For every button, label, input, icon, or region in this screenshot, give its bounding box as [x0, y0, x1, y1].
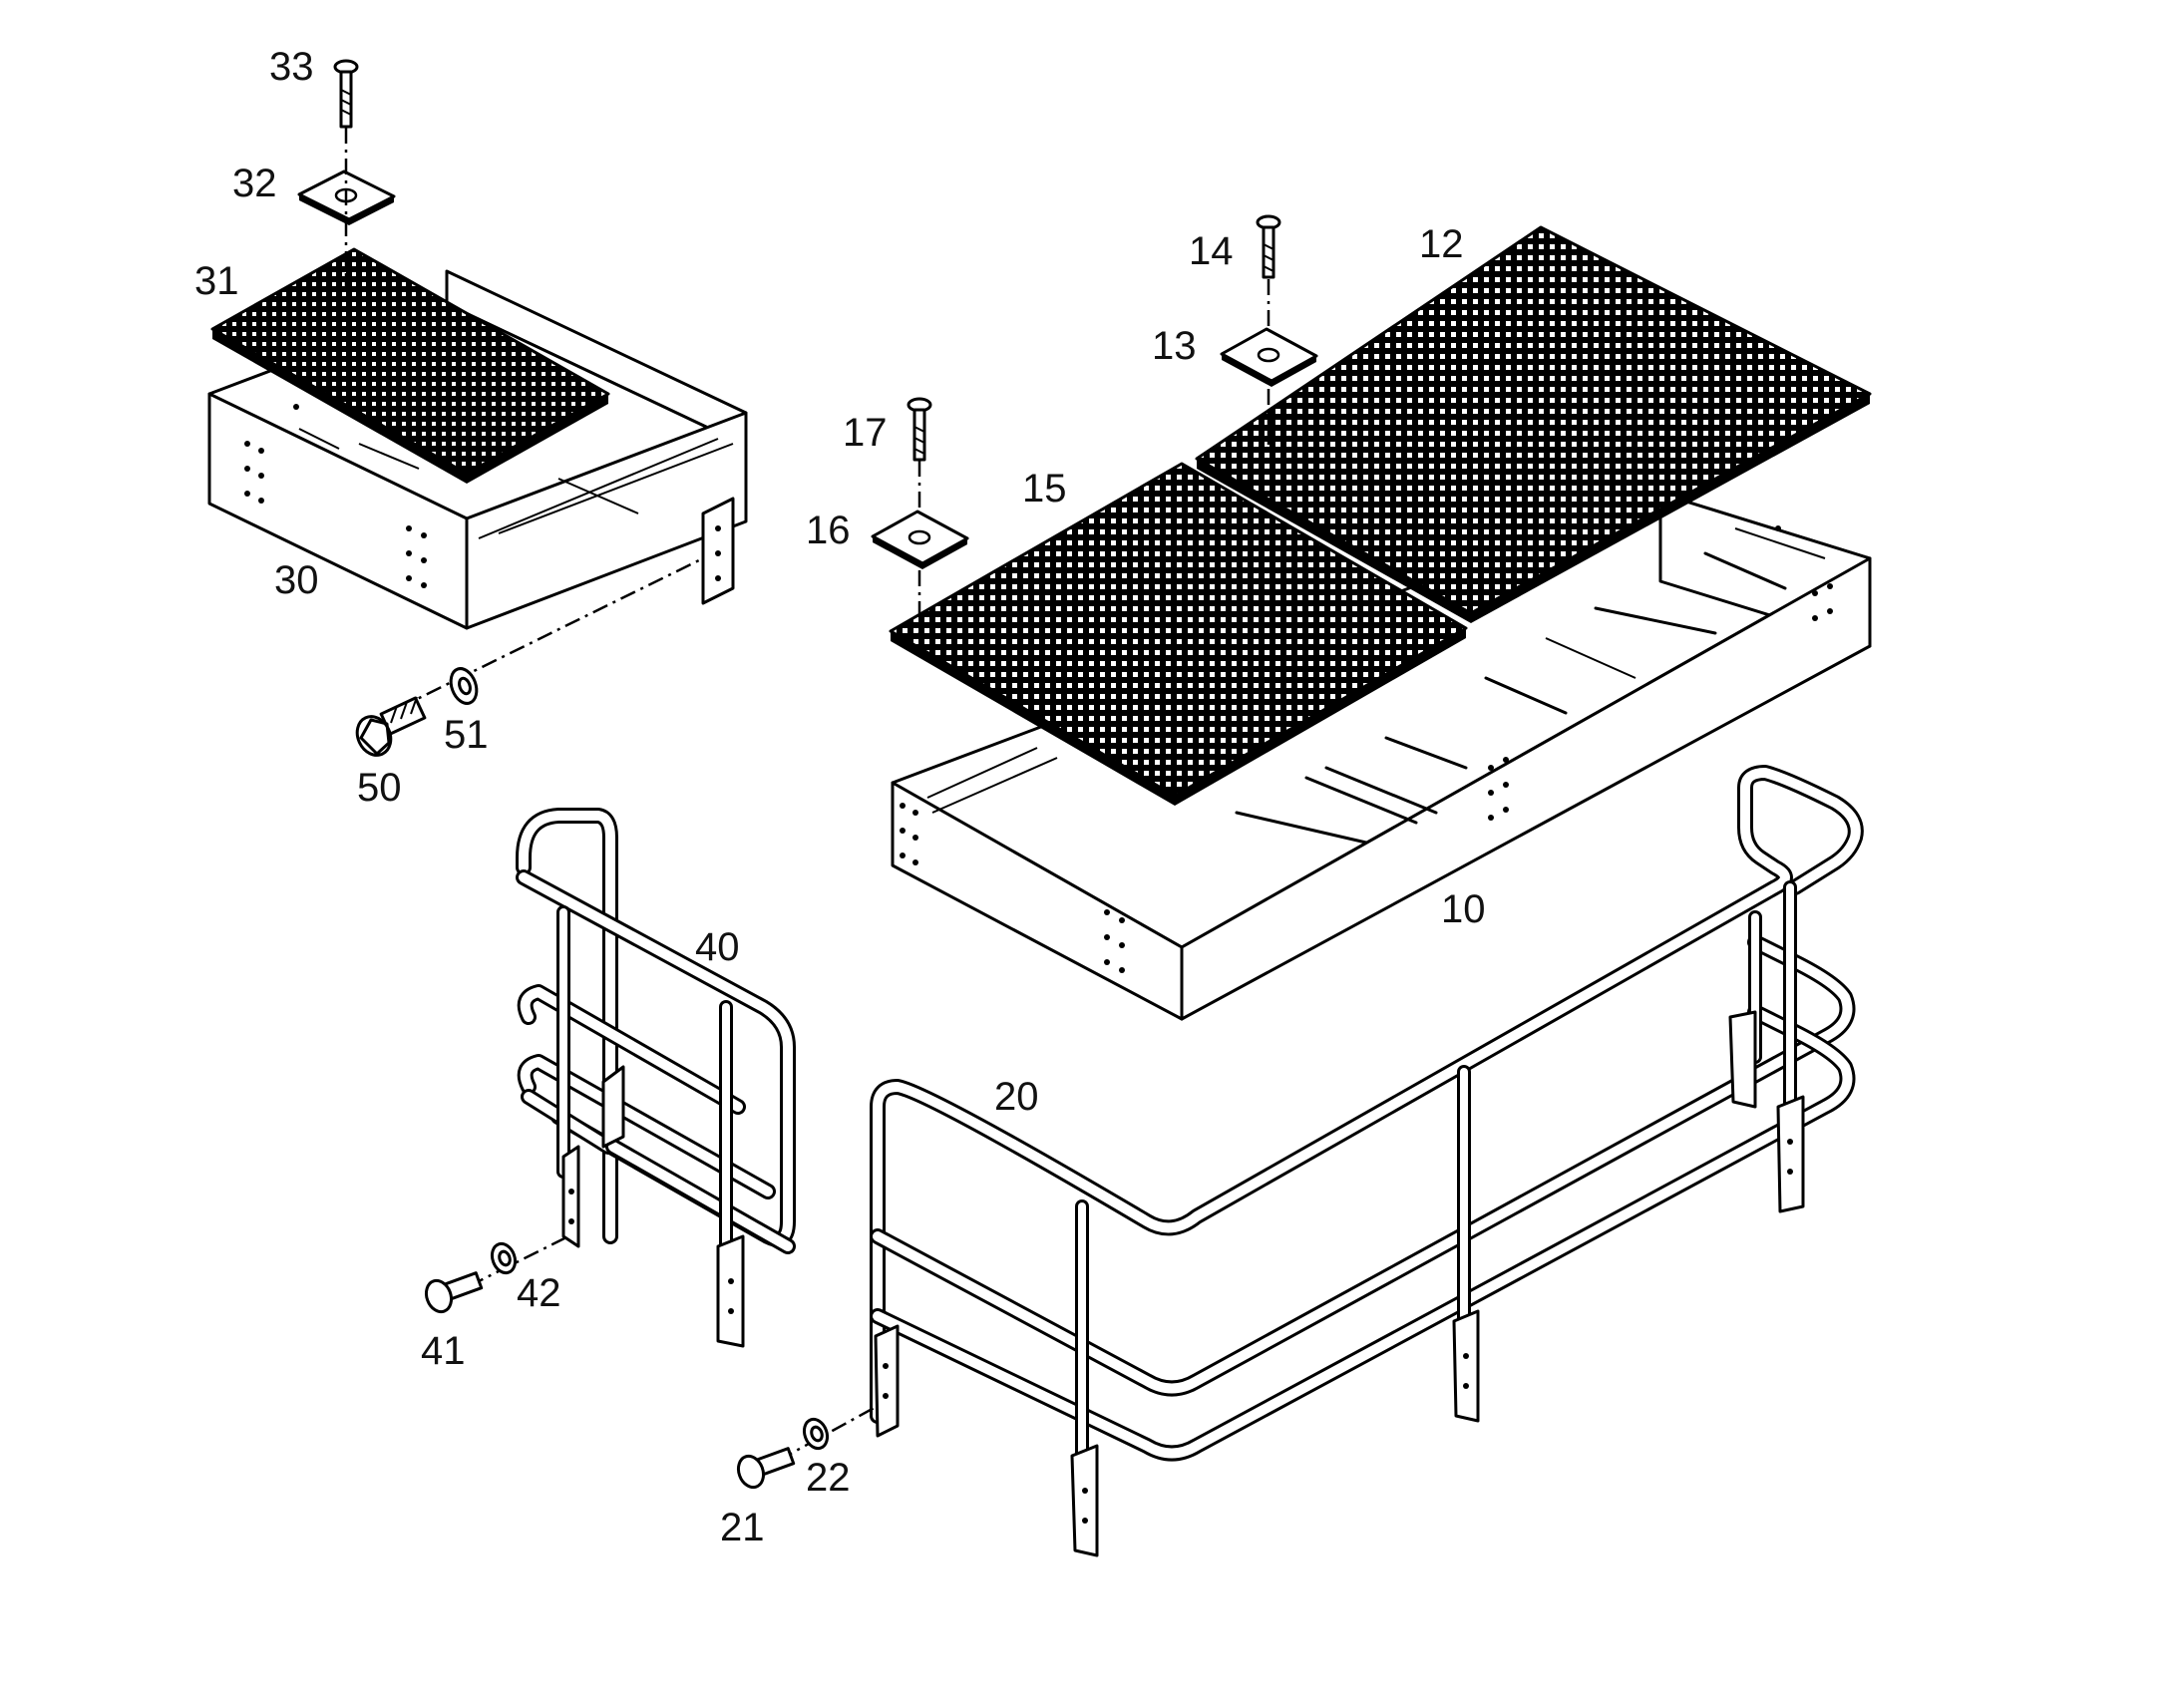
label-10: 10 [1441, 887, 1486, 931]
large-railing [870, 765, 1864, 1557]
bolt-50 [355, 696, 427, 757]
washer-51 [449, 667, 479, 705]
clamp-plate-16 [871, 510, 969, 569]
large-grating-15 [889, 462, 1468, 806]
label-41: 41 [421, 1329, 466, 1373]
small-grating [210, 247, 610, 484]
label-40: 40 [695, 925, 740, 969]
clamp-plate-13 [1220, 327, 1318, 387]
large-platform-frame [891, 492, 1872, 1021]
label-42: 42 [517, 1271, 561, 1315]
label-22: 22 [806, 1456, 851, 1500]
washer-42 [490, 1241, 518, 1275]
label-13: 13 [1152, 324, 1197, 368]
label-21: 21 [720, 1506, 765, 1549]
label-50: 50 [357, 766, 402, 810]
small-railing [516, 808, 796, 1348]
label-32: 32 [232, 162, 277, 205]
screw-14 [1256, 214, 1281, 279]
screw-17 [907, 397, 932, 462]
label-17: 17 [843, 411, 888, 455]
label-31: 31 [194, 259, 239, 303]
label-51: 51 [444, 713, 489, 757]
label-33: 33 [269, 45, 314, 89]
large-grating-12 [1195, 225, 1872, 623]
label-30: 30 [274, 558, 319, 602]
label-15: 15 [1022, 467, 1067, 511]
screw-33 [333, 59, 359, 129]
label-20: 20 [994, 1075, 1039, 1119]
bolt-21 [736, 1447, 796, 1490]
bolt-41 [424, 1271, 484, 1314]
label-16: 16 [806, 509, 851, 552]
washer-22 [802, 1417, 830, 1451]
label-12: 12 [1419, 222, 1464, 266]
label-14: 14 [1189, 229, 1234, 273]
